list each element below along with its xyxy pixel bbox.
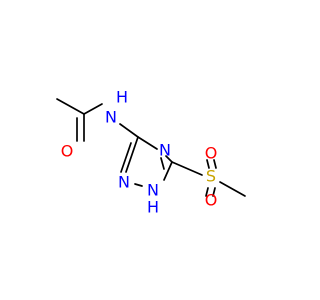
bond-amide-n-ring <box>119 123 139 138</box>
sulfur-label: S <box>206 167 216 186</box>
bond-carbonyl-amide-n <box>83 103 103 115</box>
bond-sulfur-oxygen-top-2 <box>213 159 217 169</box>
bond-sulfur-oxygen-bottom-1 <box>205 187 209 197</box>
bond-ring-c3-n2-inner <box>120 142 132 173</box>
ring-nitrogen-left-label: N <box>118 173 130 192</box>
atom-labels: N H O N N N H S O O <box>61 88 218 217</box>
sulfonyl-oxygen-top-label: O <box>205 144 218 163</box>
molecule-diagram: N H O N N N H S O O <box>56 88 246 217</box>
bonds <box>56 98 246 197</box>
bond-ring-n2-n1 <box>134 183 143 187</box>
bond-methyl-carbonyl <box>56 98 85 115</box>
bond-ring-sulfur <box>171 161 203 176</box>
bond-ring-c5-n4-inner <box>160 157 165 170</box>
sulfonyl-oxygen-bottom-label: O <box>205 191 218 210</box>
bond-ring-c3-n4 <box>137 136 158 150</box>
ring-nitrogen-top-label: N <box>159 141 171 160</box>
ring-nitrogen-bottom-label: N <box>147 181 159 200</box>
amide-nitrogen-label: N <box>105 108 117 127</box>
carbonyl-oxygen-label: O <box>61 142 74 161</box>
bond-sulfur-oxygen-bottom-2 <box>212 187 216 197</box>
amide-hydrogen-label: H <box>116 88 128 107</box>
bond-ring-c3-n2 <box>125 136 139 173</box>
bond-sulfur-oxygen-top-1 <box>206 159 210 169</box>
bond-ring-n1-c5 <box>163 161 173 181</box>
bond-ring-c5-n4 <box>165 155 173 163</box>
ring-nitrogen-hydrogen-label: H <box>147 198 159 217</box>
bond-sulfur-methyl <box>219 181 246 197</box>
